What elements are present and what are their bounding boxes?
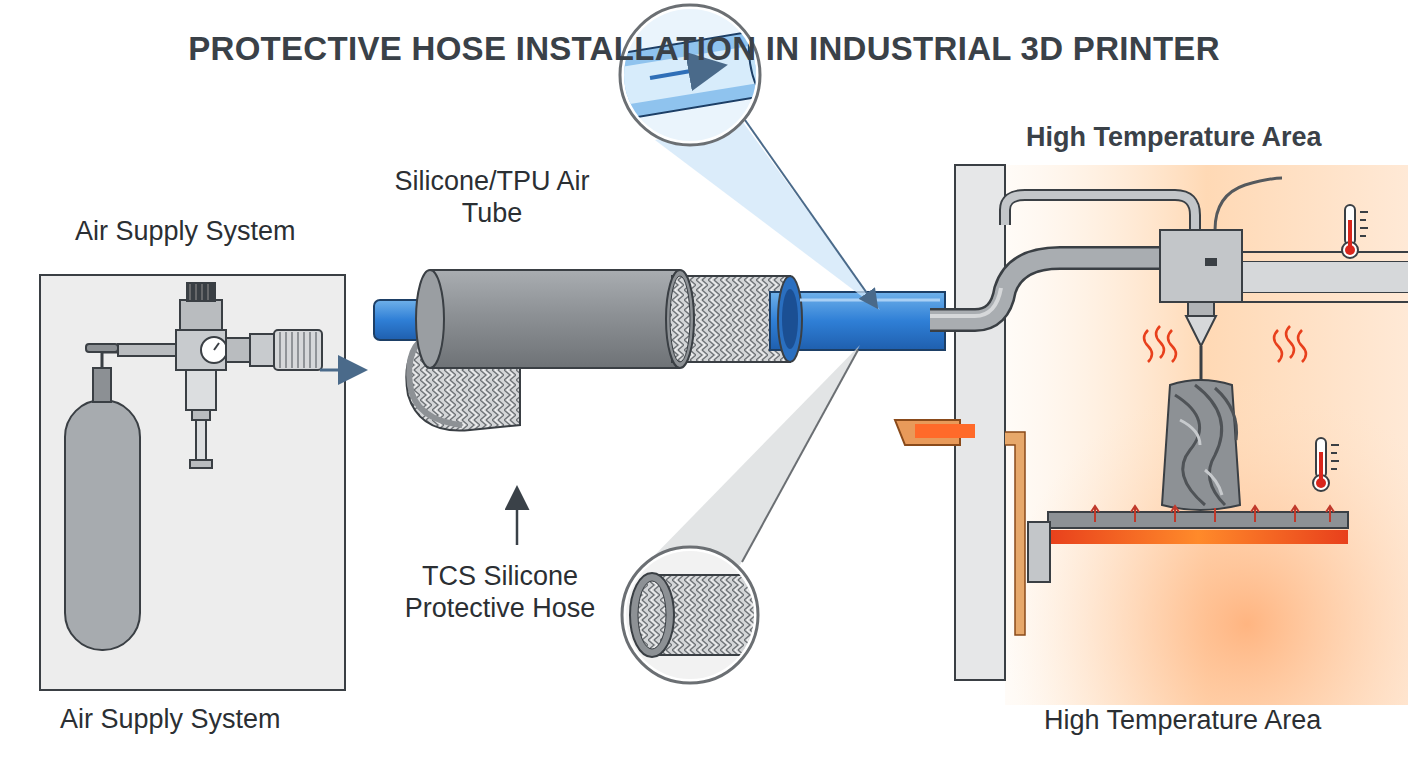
node-label: Air Supply System [60, 704, 281, 735]
node-label: Air Supply System [75, 216, 296, 247]
node-label: High Temperature Area [1026, 122, 1322, 153]
region-node: High Temperature AreaHigh Temperature Ar… [1010, 118, 1405, 738]
node-label: High Temperature Area [1044, 705, 1321, 736]
diagram-title: PROTECTIVE HOSE INSTALLATION IN INDUSTRI… [0, 30, 1408, 68]
part-label: TCS Silicone Protective Hose [370, 560, 630, 625]
region-node: Air Supply SystemAir Supply System [30, 212, 360, 737]
part-label: Silicone/TPU Air Tube [392, 165, 592, 230]
